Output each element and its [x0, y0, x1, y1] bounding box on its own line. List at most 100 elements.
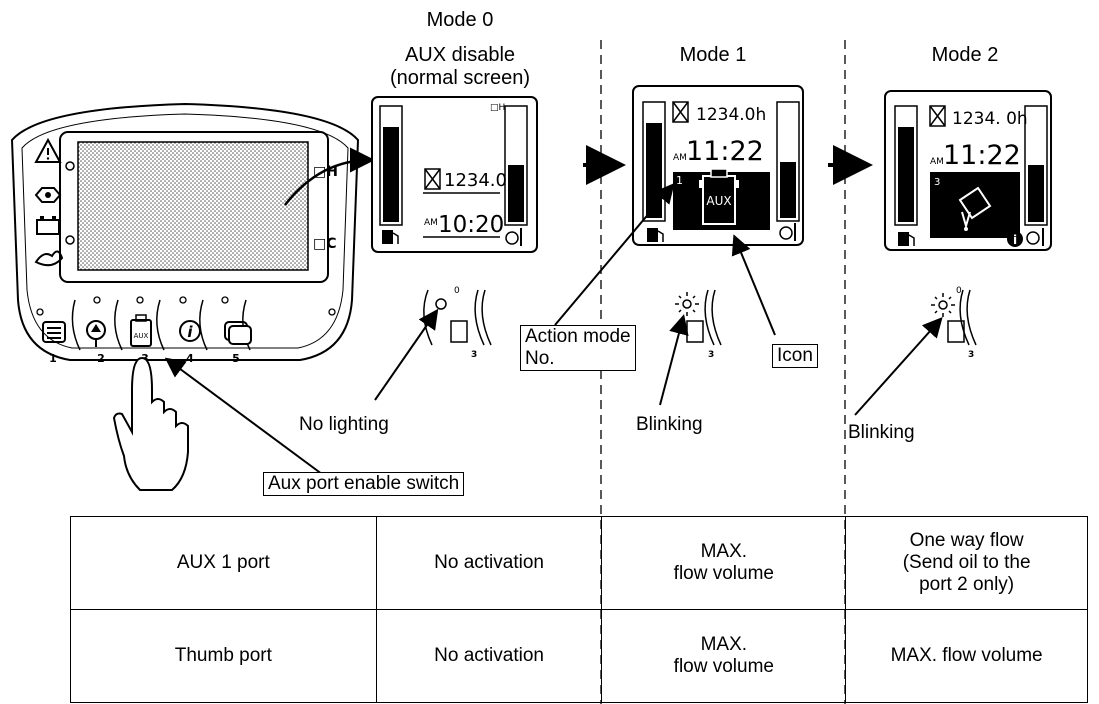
button-2-travel-speed[interactable] — [86, 320, 106, 347]
mode1-hourglass-icon — [672, 101, 689, 123]
blinking-2-pointer — [854, 317, 943, 416]
mode0-temp-gauge — [504, 105, 528, 226]
no-lighting-label: No lighting — [299, 414, 389, 435]
svg-text:0: 0 — [454, 286, 460, 296]
table-cell-mode1-line2: flow volume — [673, 656, 774, 677]
mode0-title: Mode 0 — [426, 9, 494, 31]
button-3-aux-text: AUX — [134, 332, 149, 340]
hand-pointer-icon — [112, 356, 189, 491]
engine-preheat-icon — [34, 250, 64, 267]
icon-pointer — [731, 234, 776, 336]
button-1-menu[interactable] — [42, 321, 66, 343]
mode2-screen: i — [884, 90, 1052, 251]
mode0-subtitle-2: (normal screen) — [389, 67, 531, 89]
table-row: AUX 1 port No activation MAX. flow volum… — [70, 516, 1088, 610]
panel-to-screen-arrow — [284, 147, 375, 206]
mode2-temp-icon — [1026, 228, 1044, 246]
mode0-led-off — [435, 298, 447, 310]
mode0-hold-label: □H — [490, 103, 505, 113]
button-number-5: 5 — [232, 352, 240, 365]
mode2-blinking-led — [931, 293, 955, 317]
table-cell-mode1-line1: MAX. — [700, 541, 748, 562]
panel-label-c: □C — [313, 236, 337, 252]
button-separators — [71, 299, 251, 351]
mode0-fuel-gauge — [379, 105, 403, 226]
warning-triangle-icon — [34, 137, 62, 163]
mode1-fuel-icon — [647, 228, 664, 242]
mode2-title: Mode 2 — [931, 44, 999, 66]
mode2-fuel-icon — [898, 232, 915, 246]
button-5-screen-select[interactable] — [224, 321, 252, 345]
button-number-1: 1 — [49, 352, 57, 365]
blinking-label-1: Blinking — [636, 414, 703, 435]
button-number-2: 2 — [97, 352, 105, 365]
mode2-hour-meter: 1234. 0h — [952, 109, 1028, 129]
svg-text:i: i — [1013, 233, 1017, 247]
mode2-small-button-number: 3 — [968, 350, 974, 360]
table-cell-mode1: MAX. flow volume — [601, 516, 847, 610]
button-number-4: 4 — [186, 352, 194, 365]
table-row: Thumb port No activation MAX. flow volum… — [70, 609, 1088, 703]
button-3-aux-enable[interactable]: AUX — [130, 314, 152, 347]
blinking-1-pointer — [659, 314, 689, 406]
table-cell-mode2: MAX. flow volume — [845, 609, 1088, 703]
blinking-label-2: Blinking — [848, 422, 915, 443]
mode2-hourglass-icon — [929, 105, 946, 127]
mode1-title: Mode 1 — [679, 44, 747, 66]
action-mode-pointer — [554, 182, 675, 326]
table-cell-label: AUX 1 port — [70, 516, 377, 610]
action-mode-label-line1: Action mode — [525, 326, 631, 347]
aux-switch-label: Aux port enable switch — [263, 472, 465, 496]
mode2-button-detail: 0 3 — [931, 286, 977, 360]
action-mode-label-line2: No. — [525, 348, 555, 369]
mode2-clock-time: 11:22 — [943, 140, 1021, 171]
mode1-blinking-led — [675, 292, 699, 316]
table-cell-mode2-line3: port 2 only) — [919, 574, 1015, 595]
mode0-temp-icon — [505, 228, 522, 246]
battery-icon — [36, 216, 60, 235]
mode0-clock-ampm: AM — [424, 218, 438, 228]
table-cell-mode1-line1: MAX. — [700, 634, 748, 655]
mode1-clock-time: 11:22 — [686, 136, 764, 167]
button-leds — [36, 296, 336, 316]
mode1-hour-meter: 1234.0h — [696, 105, 766, 125]
panel-display-screen — [77, 141, 309, 271]
table-cell-mode0: No activation — [375, 609, 603, 703]
mode1-temp-icon — [779, 223, 796, 241]
mode1-aux-icon — [699, 168, 739, 225]
mode1-small-button-number: 3 — [708, 350, 714, 360]
mode1-action-number: 1 — [676, 174, 683, 187]
mode2-breaker-icon — [958, 186, 992, 231]
oil-pressure-icon — [34, 187, 62, 203]
mode1-screen — [632, 85, 804, 246]
mode1-aux-icon-label: AUX — [706, 194, 731, 208]
table-cell-mode2-line1: One way flow — [909, 530, 1024, 551]
aux-switch-pointer — [164, 357, 331, 481]
mode2-action-area — [930, 172, 1020, 238]
mode0-clock-time: 10:20 — [438, 212, 504, 238]
table-cell-label: Thumb port — [70, 609, 377, 703]
mode1-button-detail: 3 — [675, 289, 722, 360]
table-cell-mode1: MAX. flow volume — [601, 609, 847, 703]
table-cell-mode1-line2: flow volume — [673, 563, 774, 584]
mode0-small-button-number: 3 — [471, 350, 477, 360]
mode1-action-area — [673, 172, 770, 230]
mode0-hourglass-icon — [424, 168, 441, 190]
svg-text:i: i — [187, 323, 193, 341]
table-cell-mode0: No activation — [375, 516, 603, 610]
svg-text:0: 0 — [956, 286, 962, 296]
mode1-clock-ampm: AM — [673, 153, 687, 163]
action-mode-label: Action mode No. — [520, 325, 636, 371]
table-cell-mode2-line2: (Send oil to the — [902, 552, 1031, 573]
table-cell-mode2: One way flow (Send oil to the port 2 onl… — [845, 516, 1088, 610]
button-4-info[interactable]: i — [179, 320, 201, 342]
icon-label: Icon — [772, 344, 818, 368]
no-lighting-pointer — [374, 308, 439, 401]
mode2-info-icon: i — [1007, 231, 1023, 247]
mode2-action-number: 3 — [934, 177, 940, 188]
mode0-subtitle: AUX disable — [404, 44, 516, 66]
mode0-screen: □H — [371, 96, 538, 253]
mode0-fuel-icon — [382, 230, 399, 244]
mode0-button-detail: 0 3 — [423, 286, 492, 360]
